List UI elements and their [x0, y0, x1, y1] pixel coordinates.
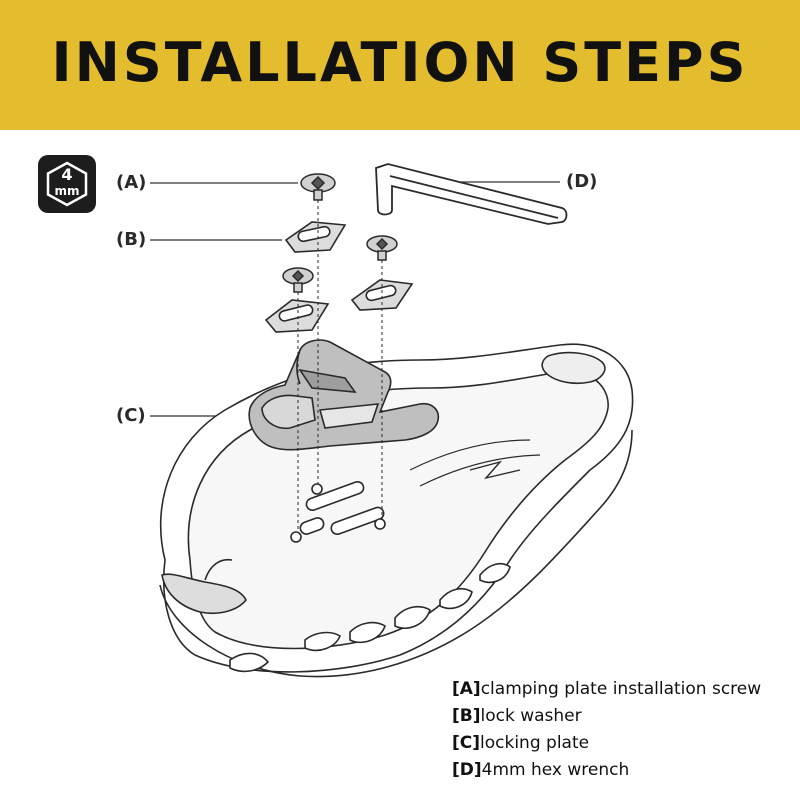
legend-item-b: [B]lock washer: [452, 703, 792, 730]
legend-text: clamping plate installation screw: [481, 679, 761, 699]
parts-legend: [A]clamping plate installation screw [B]…: [452, 676, 792, 784]
legend-item-c: [C]locking plate: [452, 730, 792, 757]
callout-b: (B): [116, 230, 146, 250]
callout-c: (C): [116, 406, 146, 426]
legend-item-a: [A]clamping plate installation screw: [452, 676, 792, 703]
legend-key: [A]: [452, 679, 481, 699]
page-title: INSTALLATION STEPS: [0, 28, 800, 98]
legend-text: 4mm hex wrench: [482, 760, 630, 780]
hex-wrench-icon: [376, 164, 567, 224]
legend-text: locking plate: [480, 733, 589, 753]
legend-key: [B]: [452, 706, 481, 726]
callout-a: (A): [116, 173, 146, 193]
callout-d: (D): [566, 172, 597, 192]
header-banner: INSTALLATION STEPS: [0, 0, 800, 130]
legend-text: lock washer: [481, 706, 582, 726]
cycling-shoe-icon: [160, 344, 633, 676]
legend-key: [C]: [452, 733, 480, 753]
legend-item-d: [D]4mm hex wrench: [452, 757, 792, 784]
legend-key: [D]: [452, 760, 482, 780]
